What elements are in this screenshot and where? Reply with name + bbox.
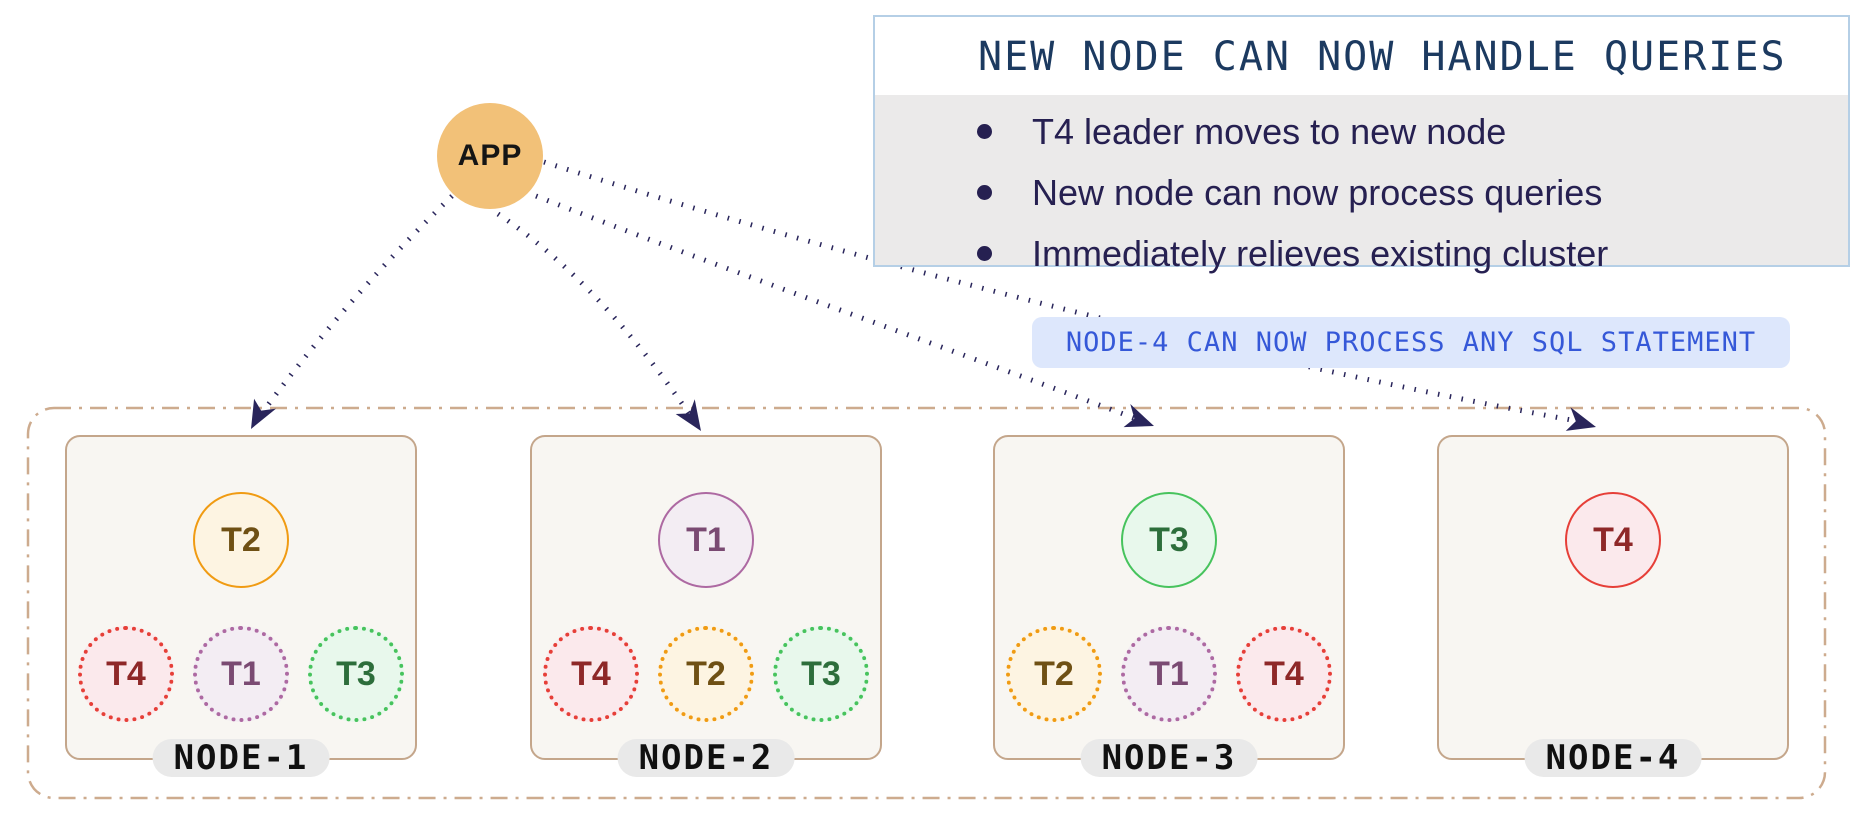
arrowhead-icon <box>675 399 701 431</box>
node-label: NODE-4 <box>1524 739 1702 778</box>
app-label: APP <box>457 139 523 172</box>
app-circle: APP <box>437 103 543 209</box>
tenant-label: T2 <box>686 654 726 693</box>
cluster-boundary <box>26 406 1827 800</box>
info-box: NEW NODE CAN NOW HANDLE QUERIES T4 leade… <box>873 15 1850 274</box>
node-box-node-3: T3 T2 T1 T4 NODE-3 <box>993 435 1345 778</box>
follower-row: T4 T1 T3 <box>67 626 415 722</box>
node-label: NODE-3 <box>1080 739 1258 778</box>
node-box-node-1: T2 T4 T1 T3 NODE-1 <box>65 435 417 778</box>
tenant-circle-t3-follower: T3 <box>308 626 404 722</box>
app-to-node1-arrow <box>251 194 454 429</box>
follower-row: T2 T1 T4 <box>995 626 1343 722</box>
tenant-label: T4 <box>1264 654 1304 693</box>
tenant-label: T4 <box>106 654 146 693</box>
app-to-node4-arrow <box>543 159 1596 431</box>
tenant-circle-t3-leader: T3 <box>1121 492 1217 588</box>
tenant-label: T1 <box>221 654 261 693</box>
tenant-circle-t2-leader: T2 <box>193 492 289 588</box>
tenant-circle-t1-follower: T1 <box>193 626 289 722</box>
bullet-item: New node can now process queries <box>975 162 1848 223</box>
tenant-circle-t1-leader: T1 <box>658 492 754 588</box>
arrowhead-icon <box>1565 407 1596 431</box>
follower-row: T4 T2 T3 <box>532 626 880 722</box>
tenant-circle-t2-follower: T2 <box>658 626 754 722</box>
app-to-node2-arrow <box>496 211 701 431</box>
app-to-node3-arrow <box>535 193 1154 428</box>
tenant-circle-t2-follower: T2 <box>1006 626 1102 722</box>
node-box-node-4: T4 NODE-4 <box>1437 435 1789 778</box>
bullet-item: Immediately relieves existing cluster <box>975 223 1848 284</box>
tenant-circle-t4-follower: T4 <box>1236 626 1332 722</box>
arrowhead-icon <box>1123 404 1154 428</box>
arrowhead-icon <box>251 398 277 429</box>
tenant-label: T3 <box>336 654 376 693</box>
tenant-label: T3 <box>801 654 841 693</box>
tenant-circle-t4-leader: T4 <box>1565 492 1661 588</box>
node4-callout: NODE-4 CAN NOW PROCESS ANY SQL STATEMENT <box>1032 317 1790 368</box>
tenant-circle-t3-follower: T3 <box>773 626 869 722</box>
tenant-label: T4 <box>571 654 611 693</box>
bullet-item: T4 leader moves to new node <box>975 101 1848 162</box>
tenant-circle-t4-follower: T4 <box>78 626 174 722</box>
tenant-circle-t4-follower: T4 <box>543 626 639 722</box>
node-box-node-2: T1 T4 T2 T3 NODE-2 <box>530 435 882 778</box>
tenant-label: T2 <box>1034 654 1074 693</box>
info-box-title: NEW NODE CAN NOW HANDLE QUERIES <box>978 34 1787 80</box>
node-label: NODE-1 <box>152 739 330 778</box>
tenant-circle-t1-follower: T1 <box>1121 626 1217 722</box>
tenant-label: T1 <box>1149 654 1189 693</box>
node4-callout-text: NODE-4 CAN NOW PROCESS ANY SQL STATEMENT <box>1065 327 1757 358</box>
node-label: NODE-2 <box>617 739 795 778</box>
